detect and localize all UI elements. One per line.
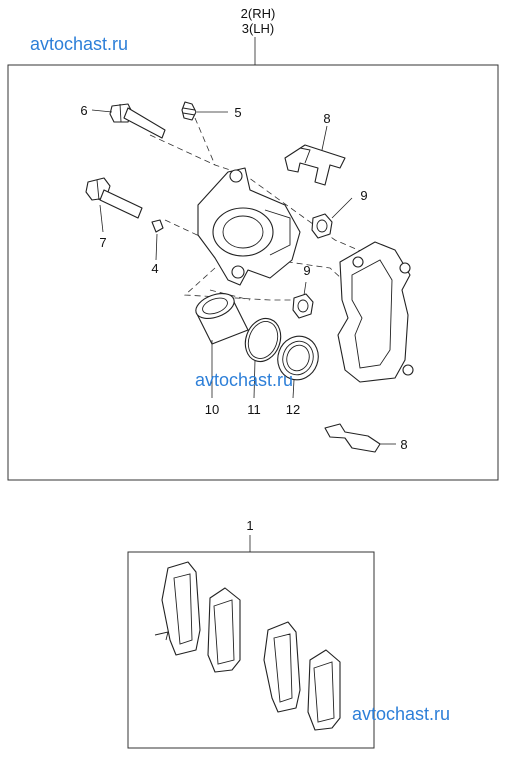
assembly-line-bleeder (194, 117, 216, 166)
dust-boot-core (286, 344, 310, 372)
watermark-middle: avtochast.ru (195, 370, 293, 390)
pad-kit-label: 1 (246, 518, 253, 533)
callout-4: 4 (151, 261, 158, 276)
watermark-top: avtochast.ru (30, 34, 128, 54)
bushing-lower (292, 293, 314, 319)
callout-9-upper: 9 (360, 188, 367, 203)
piston-seal (244, 317, 282, 363)
callout-8-upper: 8 (323, 111, 330, 126)
pin-boot (151, 219, 164, 233)
caliper-assembly-frame (7, 64, 499, 481)
dust-boot (277, 335, 319, 381)
leader-8-upper (321, 125, 328, 151)
callout-8-lower: 8 (400, 437, 407, 452)
assembly-label-rh: 2(RH) (241, 6, 276, 21)
callout-12: 12 (286, 402, 300, 417)
leader-9-upper (331, 197, 353, 219)
leader-11 (253, 359, 256, 399)
brake-pad-2 (207, 587, 241, 673)
callout-10: 10 (205, 402, 219, 417)
assembly-label-lh: 3(LH) (242, 21, 275, 36)
pad-kit-frame (127, 551, 375, 749)
callout-5: 5 (234, 105, 241, 120)
leader-12 (292, 379, 295, 399)
guide-pin-lower (85, 177, 143, 219)
bushing-upper (311, 213, 333, 239)
brake-pad-4 (307, 649, 341, 731)
brake-pad-1 (154, 561, 201, 656)
piston-seal-inner (247, 321, 279, 359)
bleeder-screw (181, 101, 197, 121)
guide-pin-upper (109, 103, 166, 139)
piston (195, 293, 249, 345)
callout-7: 7 (99, 235, 106, 250)
dust-boot-inner (282, 340, 314, 376)
leader-7 (99, 204, 104, 233)
leader-4 (155, 233, 158, 261)
caliper-bracket (337, 241, 414, 383)
callout-9-lower: 9 (303, 263, 310, 278)
caliper-body (197, 167, 301, 286)
leader-9-lower (303, 281, 307, 296)
pad-clip-lower (324, 423, 381, 453)
callout-6: 6 (80, 103, 87, 118)
callout-11: 11 (247, 402, 261, 417)
pad-clip-upper (284, 144, 346, 186)
brake-pad-3 (263, 621, 301, 713)
watermark-bottom: avtochast.ru (352, 704, 450, 724)
leader-6 (91, 109, 113, 113)
